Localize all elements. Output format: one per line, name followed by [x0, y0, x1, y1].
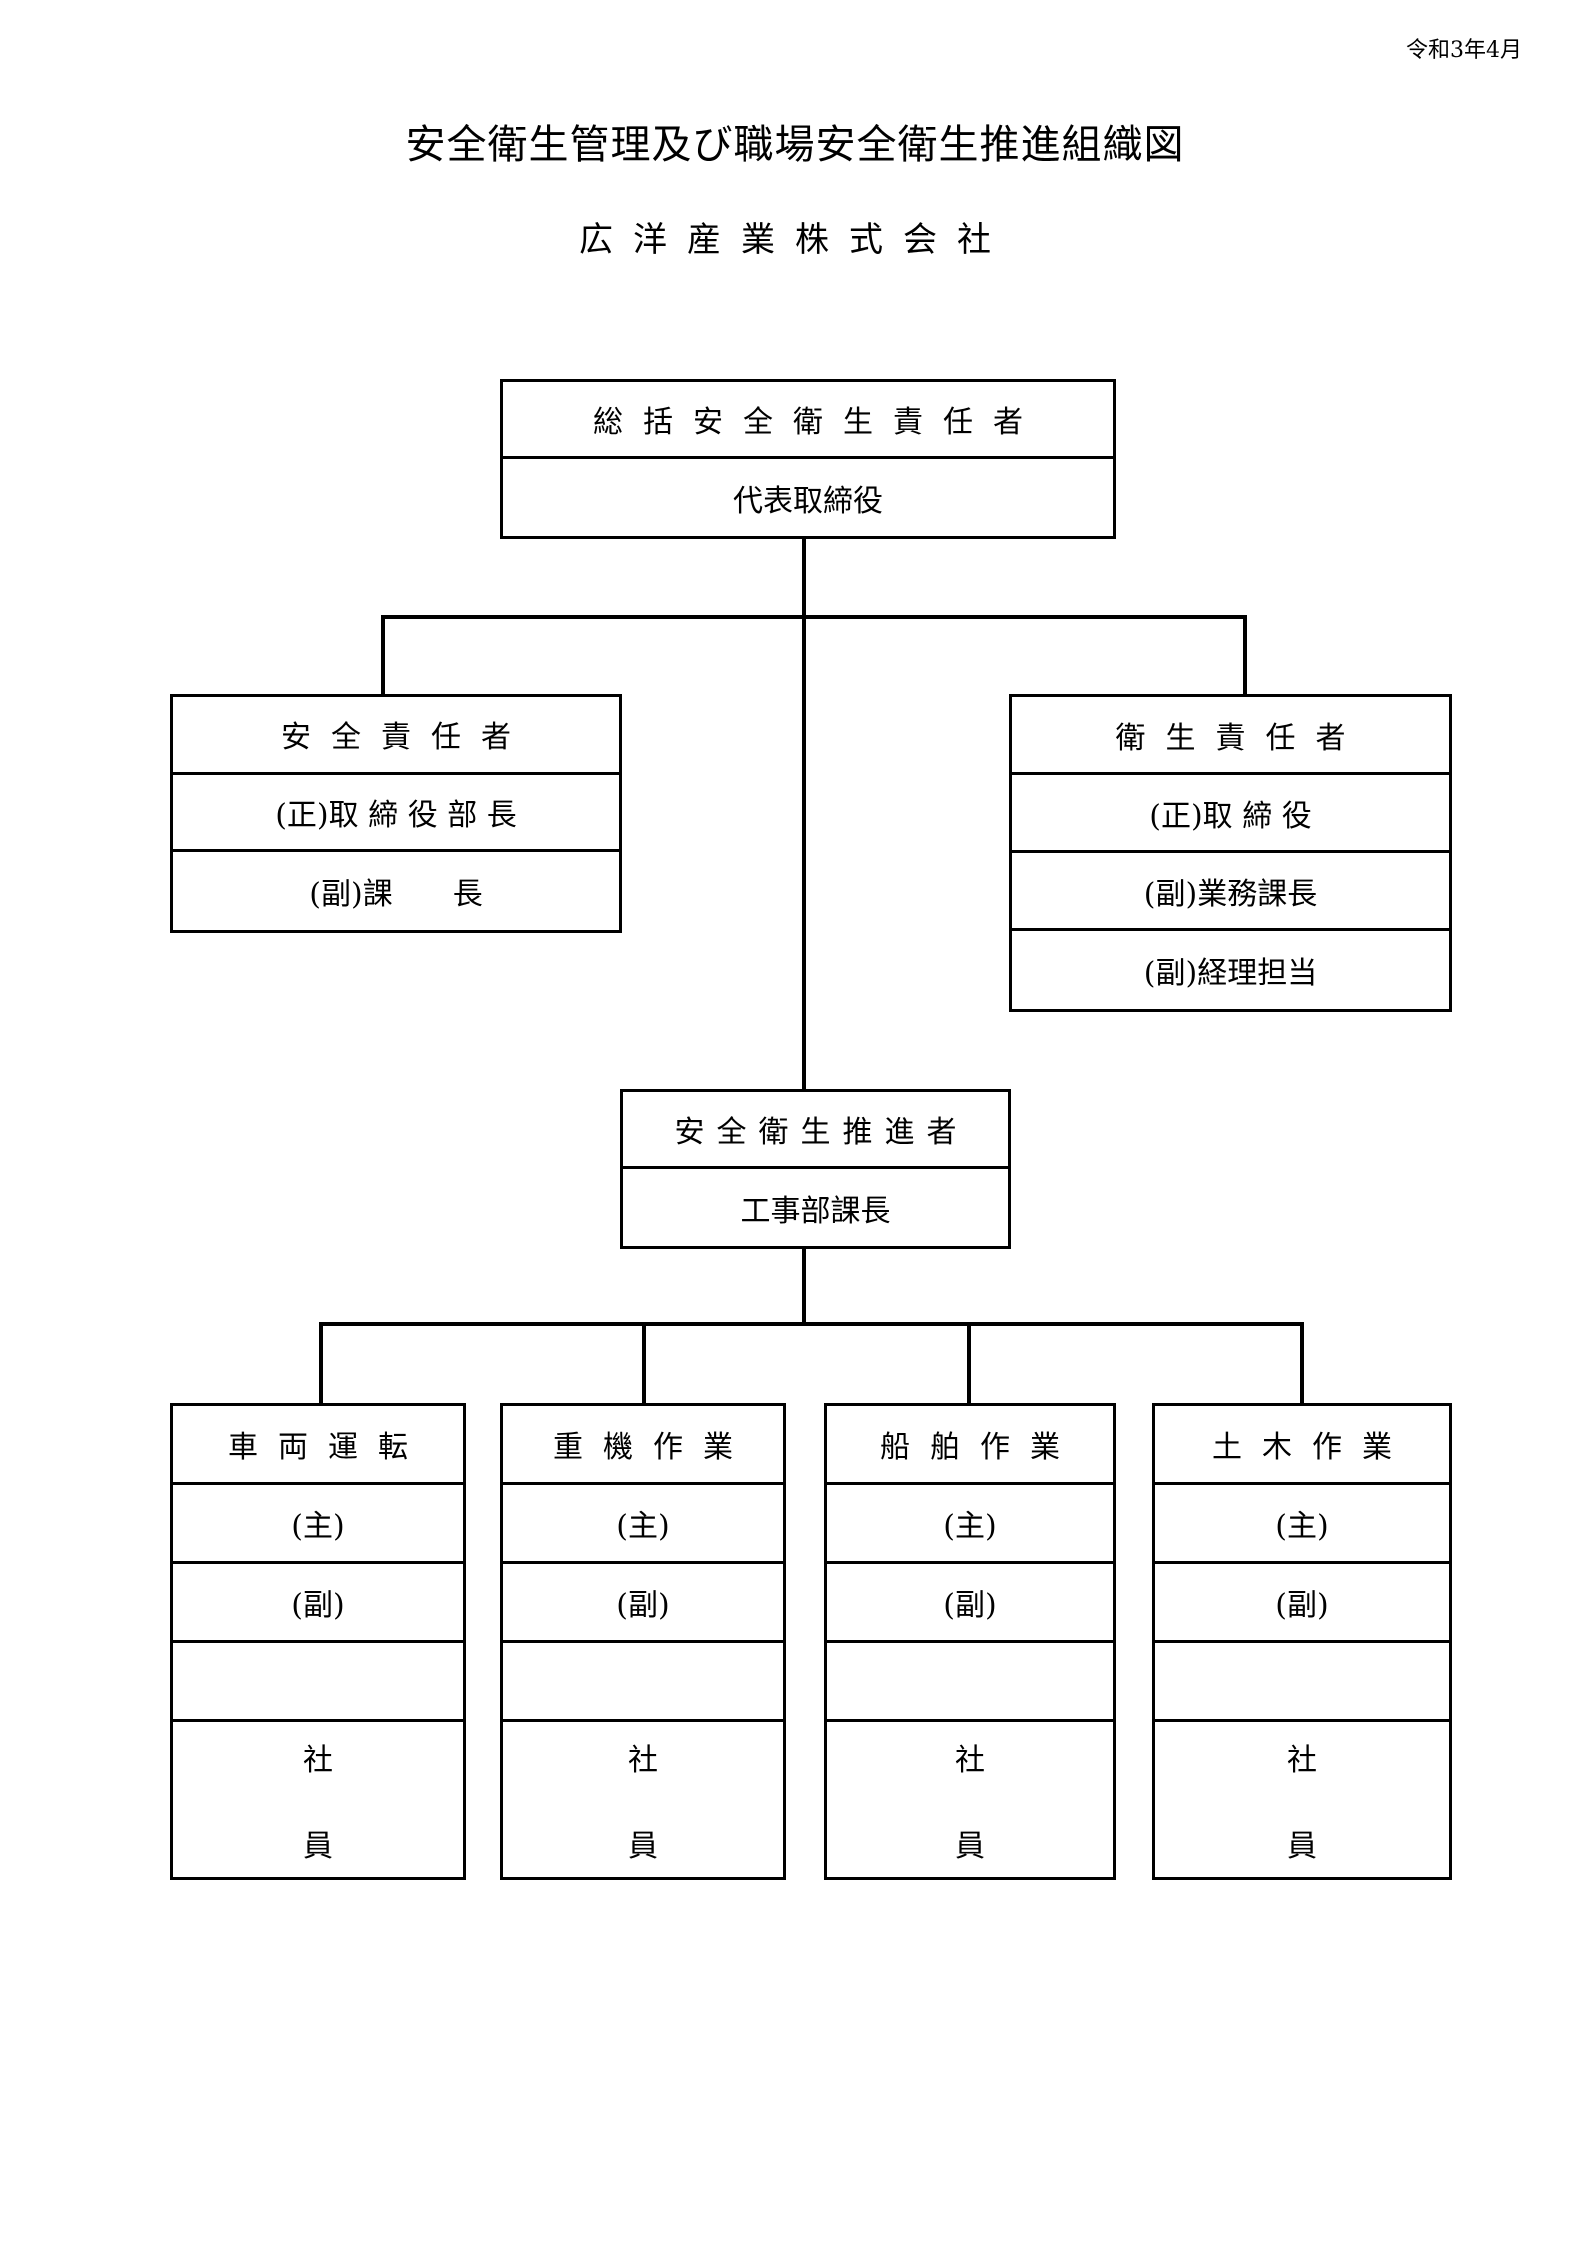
general-safety-officer-role: 総括安全衛生責任者: [503, 382, 1113, 460]
connector-hygiene-drop: [1243, 615, 1247, 695]
team-staff-cell: 社 員: [503, 1722, 783, 1877]
team-main-leader: (主): [173, 1485, 463, 1564]
team-blank-row: [827, 1643, 1113, 1722]
team-main-leader: (主): [827, 1485, 1113, 1564]
connector-safety-drop: [381, 615, 385, 695]
team-box-civil: 土木作業 (主) (副) 社 員: [1152, 1403, 1452, 1880]
team-box-ship: 船舶作業 (主) (副) 社 員: [824, 1403, 1116, 1880]
team-staff-char-1: 社: [955, 1742, 985, 1778]
document-date: 令和3年4月: [1406, 38, 1522, 63]
safety-promoter-role: 安全衛生推進者: [623, 1092, 1008, 1170]
safety-promoter-box: 安全衛生推進者 工事部課長: [620, 1089, 1011, 1249]
general-safety-officer-box: 総括安全衛生責任者 代表取締役: [500, 379, 1116, 539]
team-main-leader: (主): [1155, 1485, 1449, 1564]
team-box-vehicle: 車両運転 (主) (副) 社 員: [170, 1403, 466, 1880]
safety-manager-box: 安全責任者 (正)取 締 役 部 長 (副)課 長: [170, 694, 622, 933]
team-name: 土木作業: [1155, 1406, 1449, 1485]
page-title: 安全衛生管理及び職場安全衛生推進組織図: [405, 122, 1185, 168]
hygiene-manager-role: 衛生責任者: [1012, 697, 1449, 776]
general-safety-officer-person: 代表取締役: [733, 483, 883, 519]
team-sub-leader: (副): [1155, 1564, 1449, 1643]
safety-promoter-person: 工事部課長: [740, 1193, 891, 1229]
connector-promoter-trunk: [802, 1249, 806, 1325]
team-staff-char-1: 社: [628, 1742, 658, 1778]
team-sub-leader: (副): [173, 1564, 463, 1643]
connector-team3-drop: [967, 1322, 971, 1404]
safety-manager-primary: (正)取 締 役 部 長: [173, 775, 619, 853]
team-sub-leader: (副): [503, 1564, 783, 1643]
team-blank-row: [1155, 1643, 1449, 1722]
team-staff-cell: 社 員: [173, 1722, 463, 1877]
team-staff-char-2: 員: [1287, 1828, 1317, 1864]
team-blank-row: [173, 1643, 463, 1722]
connector-top-trunk: [802, 536, 806, 1090]
team-name: 重機作業: [503, 1406, 783, 1485]
team-blank-row: [503, 1643, 783, 1722]
safety-manager-deputy: (副)課 長: [309, 877, 483, 913]
connector-team1-drop: [319, 1322, 323, 1404]
team-sub-leader: (副): [827, 1564, 1113, 1643]
team-staff-cell: 社 員: [827, 1722, 1113, 1877]
connector-team-bar: [319, 1322, 1304, 1326]
company-name: 広洋産業株式会社: [579, 220, 1011, 260]
hygiene-manager-primary: (正)取 締 役: [1012, 775, 1449, 854]
team-staff-char-2: 員: [303, 1828, 333, 1864]
hygiene-manager-deputy-accounting: (副)経理担当: [1143, 956, 1318, 992]
team-name: 車両運転: [173, 1406, 463, 1485]
team-name: 船舶作業: [827, 1406, 1113, 1485]
team-staff-char-2: 員: [955, 1828, 985, 1864]
hygiene-manager-deputy-business: (副)業務課長: [1012, 853, 1449, 932]
team-staff-char-2: 員: [628, 1828, 658, 1864]
team-main-leader: (主): [503, 1485, 783, 1564]
hygiene-manager-box: 衛生責任者 (正)取 締 役 (副)業務課長 (副)経理担当: [1009, 694, 1452, 1012]
team-staff-cell: 社 員: [1155, 1722, 1449, 1877]
team-staff-char-1: 社: [303, 1742, 333, 1778]
connector-manager-bar: [381, 615, 1247, 619]
connector-team2-drop: [642, 1322, 646, 1404]
team-box-heavy-machinery: 重機作業 (主) (副) 社 員: [500, 1403, 786, 1880]
connector-team4-drop: [1300, 1322, 1304, 1404]
team-staff-char-1: 社: [1287, 1742, 1317, 1778]
safety-manager-role: 安全責任者: [173, 697, 619, 775]
